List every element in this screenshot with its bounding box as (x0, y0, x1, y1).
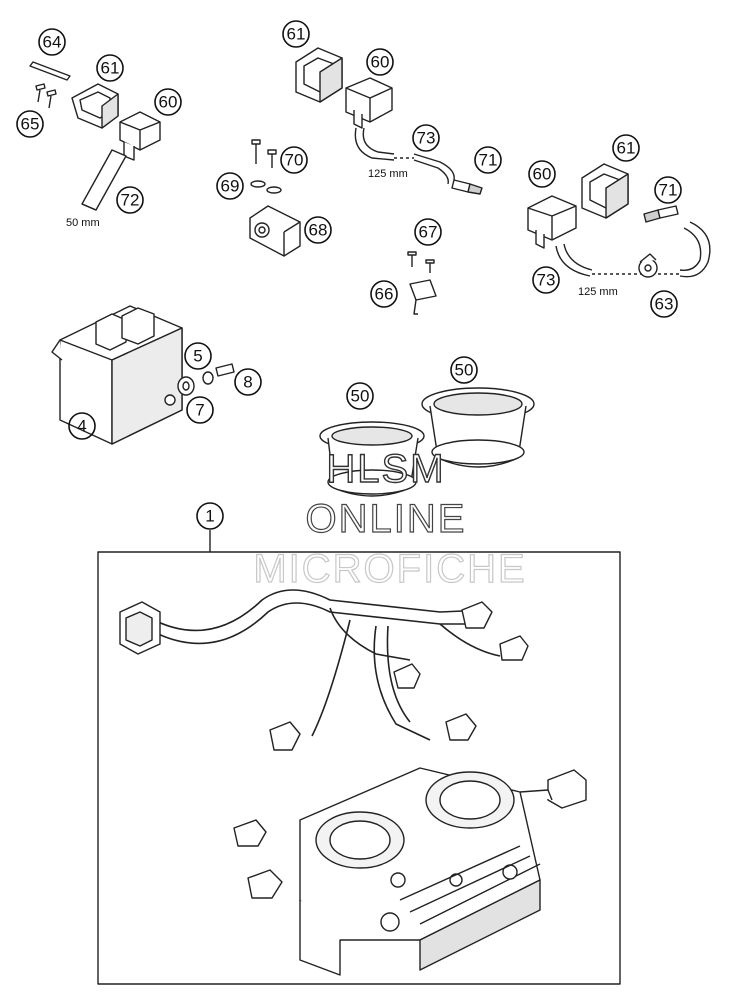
part-71-fitting-a (451, 179, 483, 195)
assembly-1-frame (97, 530, 621, 985)
wiring-harness (149, 589, 501, 741)
callout-70: 70 (285, 151, 304, 170)
part-64-clip (29, 61, 71, 81)
callout-5: 5 (193, 347, 202, 366)
part-68-sensor (249, 205, 301, 257)
harness-main-connector (119, 601, 161, 655)
part-65-screws (35, 83, 57, 109)
part-61-cover-b (295, 47, 343, 103)
part-73-hose-b (555, 221, 711, 278)
callout-73-a: 73 (417, 129, 436, 148)
part-61-cover-c (581, 163, 629, 219)
dimension-125mm-a: 125 mm (368, 168, 408, 180)
callout-61-a: 61 (101, 59, 120, 78)
part-71-fitting-b (643, 205, 679, 223)
harness-connectors (233, 601, 587, 899)
callout-8: 8 (243, 373, 252, 392)
callout-7: 7 (195, 401, 204, 420)
part-50-boot-a (319, 421, 425, 497)
callout-1: 1 (205, 507, 214, 526)
callout-67: 67 (419, 223, 438, 242)
callout-60-c: 60 (533, 165, 552, 184)
callout-71-a: 71 (479, 151, 498, 170)
part-72-hose (81, 149, 127, 211)
callout-68: 68 (309, 221, 328, 240)
callout-50-a: 50 (351, 387, 370, 406)
callout-73-b: 73 (537, 271, 556, 290)
callout-63: 63 (655, 295, 674, 314)
part-5-grommet (202, 371, 214, 385)
dimension-50mm: 50 mm (66, 217, 100, 229)
callout-69: 69 (221, 177, 240, 196)
part-70-screws (251, 139, 277, 168)
part-69-washers (250, 180, 282, 194)
dimension-125mm-b: 125 mm (578, 286, 618, 298)
callout-60-a: 60 (159, 93, 178, 112)
throttle-body (299, 767, 553, 976)
callout-4: 4 (77, 417, 86, 436)
part-67-screws (407, 251, 435, 273)
callout-61-b: 61 (287, 25, 306, 44)
callout-65: 65 (21, 115, 40, 134)
watermark: HLSM ONLINE MICROFICHE (253, 446, 526, 591)
part-60-sensor-b (345, 77, 393, 129)
callout-61-c: 61 (617, 139, 636, 158)
part-63-clamp (638, 253, 658, 278)
part-4-ecu (51, 305, 183, 445)
part-50-boot-b (421, 387, 535, 468)
callout-60-b: 60 (371, 53, 390, 72)
watermark-line-3: MICROFICHE (253, 547, 526, 591)
part-7-bushing (177, 376, 195, 396)
callout-64: 64 (43, 33, 62, 52)
part-60-sensor-a (119, 111, 161, 161)
part-60-sensor-c (527, 195, 577, 249)
part-8-bolt (215, 363, 235, 377)
callout-71-b: 71 (659, 181, 678, 200)
callout-66: 66 (375, 285, 394, 304)
part-61-cover-a (71, 83, 119, 129)
part-73-hose-a (354, 127, 455, 185)
callout-72: 72 (121, 191, 140, 210)
part-66-sensor (409, 279, 437, 315)
watermark-line-1: HLSM (326, 447, 445, 491)
callout-50-b: 50 (455, 361, 474, 380)
watermark-line-2: ONLINE (306, 497, 467, 541)
